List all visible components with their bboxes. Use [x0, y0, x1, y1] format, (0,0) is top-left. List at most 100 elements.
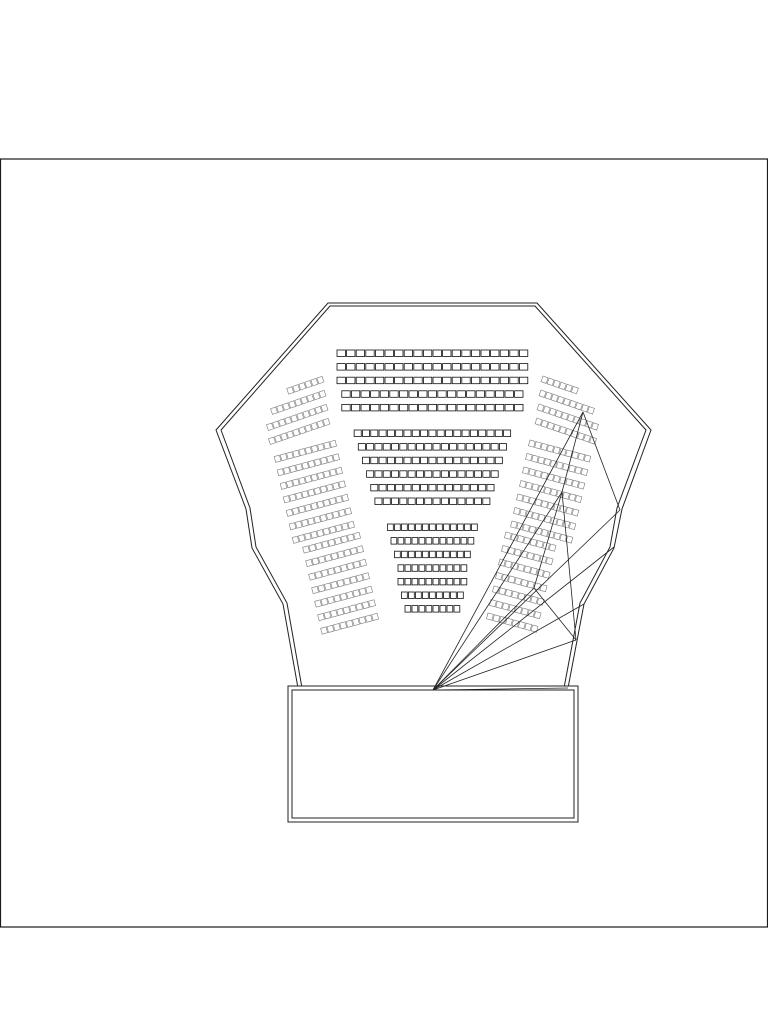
seat-icon: [511, 590, 519, 599]
seat-icon: [358, 587, 367, 596]
seat-icon: [278, 418, 287, 427]
seat-icon: [470, 376, 481, 385]
seat-icon: [316, 529, 325, 538]
seat-icon: [442, 363, 452, 371]
seat-icon: [486, 612, 494, 621]
seat-icon: [346, 591, 354, 599]
seat-icon: [574, 495, 583, 503]
seat-icon: [442, 349, 452, 357]
seat-icon: [486, 429, 495, 437]
seat-icon: [436, 550, 443, 559]
seat-icon: [411, 605, 419, 613]
seat-icon: [451, 349, 462, 357]
seat-icon: [516, 522, 524, 531]
seat-icon: [395, 483, 404, 492]
seat-icon: [432, 605, 440, 613]
seat-icon: [288, 400, 297, 409]
seat-icon: [457, 523, 464, 531]
seat-icon: [310, 422, 319, 431]
seat-icon: [374, 349, 385, 357]
seat-icon: [562, 491, 570, 500]
seat-icon: [307, 488, 316, 497]
seat-icon: [418, 605, 426, 613]
seat-icon: [344, 507, 352, 516]
seat-icon: [432, 470, 441, 478]
side-row: [495, 572, 548, 593]
seat-icon: [390, 537, 398, 545]
seat-icon: [276, 404, 285, 413]
seat-icon: [382, 443, 391, 451]
seat-icon: [403, 456, 412, 465]
stage: [287, 685, 579, 823]
seat-icon: [465, 470, 474, 478]
seat-icon: [450, 523, 457, 531]
seat-icon: [519, 480, 527, 489]
seat-icon: [310, 502, 319, 511]
seat-icon: [568, 493, 577, 502]
seat-icon: [543, 458, 552, 467]
seat-icon: [486, 483, 495, 492]
seat-icon: [461, 429, 470, 437]
seat-icon: [516, 535, 525, 544]
seat-icon: [548, 543, 557, 552]
seat-icon: [465, 443, 474, 451]
seat-icon: [318, 555, 326, 564]
side-block-left-lower: [302, 531, 379, 635]
seat-icon: [353, 531, 361, 540]
seat-icon: [313, 487, 322, 495]
seat-icon: [338, 509, 346, 517]
seat-icon: [504, 589, 513, 598]
seat-icon: [425, 537, 433, 545]
seat-icon: [322, 417, 331, 427]
seat-icon: [519, 363, 529, 371]
seat-icon: [528, 525, 537, 534]
seat-icon: [571, 479, 580, 488]
seat-icon: [492, 614, 501, 623]
seat-icon: [311, 557, 320, 566]
seat-icon: [449, 443, 458, 451]
seat-icon: [415, 550, 422, 559]
seat-icon: [407, 497, 416, 505]
seat-icon: [439, 564, 447, 572]
side-row: [519, 480, 583, 503]
seat-icon: [457, 470, 466, 478]
seat-icon: [482, 443, 491, 451]
seat-icon: [286, 386, 295, 395]
seat-icon: [422, 523, 429, 531]
seat-icon: [403, 363, 414, 371]
seat-icon: [474, 497, 482, 505]
seat-icon: [422, 363, 433, 371]
seat-icon: [537, 513, 546, 522]
sightline: [432, 587, 535, 691]
seat-icon: [546, 444, 555, 453]
seat-icon: [534, 498, 543, 507]
seat-icon: [436, 456, 445, 465]
seat-icon: [418, 390, 428, 398]
side-row: [270, 389, 327, 415]
seat-icon: [436, 591, 443, 599]
seat-icon: [556, 518, 564, 527]
seat-icon: [427, 390, 438, 398]
seat-icon: [591, 422, 599, 431]
side-row: [282, 480, 346, 504]
seat-icon: [443, 550, 450, 559]
seat-icon: [450, 591, 457, 599]
seat-icon: [333, 594, 342, 603]
seat-icon: [526, 551, 535, 560]
seat-icon: [449, 497, 458, 505]
seat-icon: [301, 461, 310, 470]
seat-icon: [411, 564, 419, 572]
seat-icon: [298, 382, 307, 391]
seat-icon: [382, 497, 391, 505]
side-row: [510, 520, 574, 544]
seat-icon: [304, 503, 312, 512]
seat-icon: [490, 443, 499, 451]
side-block-left-upper: [266, 375, 331, 445]
seat-icon: [465, 497, 474, 505]
side-row: [266, 403, 329, 431]
seat-icon: [548, 407, 557, 416]
seat-icon: [420, 456, 429, 465]
seat-icon: [514, 403, 524, 412]
seat-icon: [460, 537, 468, 545]
seat-icon: [288, 493, 297, 502]
